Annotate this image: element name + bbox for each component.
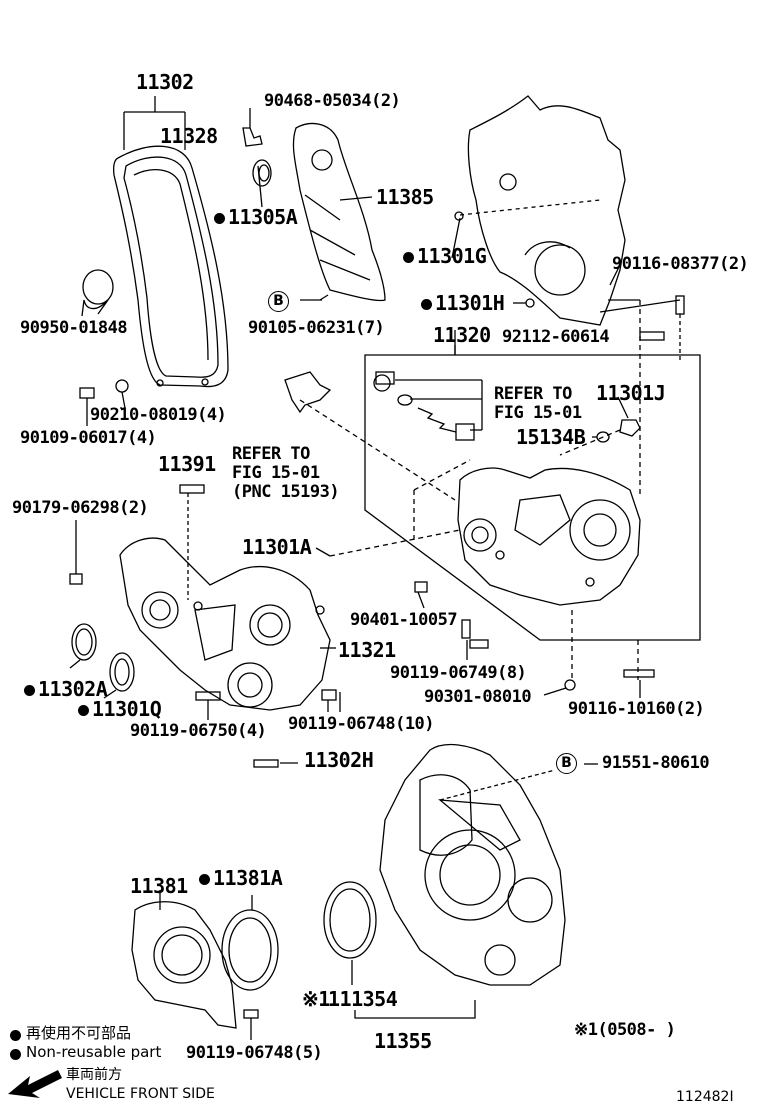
label-11301J: 11301J (596, 381, 666, 405)
legend-bullet (10, 1049, 21, 1060)
seal-111354 (323, 881, 377, 985)
label-90119-06750: 90119-06750(4) (130, 721, 267, 741)
label-11302A: 11302A (38, 677, 108, 701)
retainer-11381 (131, 890, 237, 1029)
label-90301-08010: 90301-08010 (424, 687, 532, 707)
nonreusable-bullet (214, 213, 225, 224)
seal-11301Q (109, 652, 135, 692)
seal-11302A (71, 623, 97, 661)
nonreusable-bullet (421, 299, 432, 310)
label-90950-01848: 90950-01848 (20, 318, 128, 338)
bolt-90119-06748-5 (243, 1009, 259, 1040)
figure-id: 112482I (676, 1089, 734, 1105)
label-90119-06749: 90119-06749(8) (390, 663, 527, 683)
water-pump-frame-11320 (364, 330, 701, 641)
refer-pnc-text: (PNC 15193) (232, 482, 340, 502)
timing-case-11321 (119, 537, 331, 711)
end-plate-11355 (379, 743, 566, 986)
note-mark: ※1 (302, 987, 330, 1011)
label-90109-06017: 90109-06017(4) (20, 428, 157, 448)
label-11301H: 11301H (435, 291, 505, 315)
label-90116-10160: 90116-10160(2) (568, 699, 705, 719)
legend-en-front: VEHICLE FRONT SIDE (66, 1086, 215, 1102)
legend-en-nonreusable: Non-reusable part (26, 1043, 162, 1061)
bolt-11391 (179, 484, 205, 600)
timing-cover-11302 (112, 96, 229, 388)
label-90468-05034: 90468-05034(2) (264, 91, 401, 111)
footnote-1: ※1(0508- ) (574, 1020, 676, 1040)
label-90401-10057: 90401-10057 (350, 610, 458, 630)
label-11302: 11302 (136, 70, 194, 94)
bolts-90109-90210 (79, 379, 129, 420)
bracket-11355 (354, 1000, 476, 1019)
label-91551-80610: 91551-80610 (602, 753, 710, 773)
stud-92112 (639, 331, 665, 341)
legend-bullet (10, 1030, 21, 1041)
nonreusable-bullet (199, 874, 210, 885)
label-90119-06748-10: 90119-06748(10) (288, 714, 435, 734)
label-11305A: 11305A (228, 205, 298, 229)
label-90179-06298: 90179-06298(2) (12, 498, 149, 518)
label-11320: 11320 (433, 323, 491, 347)
cover-plate-11385 (292, 122, 386, 302)
label-111354: 111354 (328, 987, 398, 1011)
refer-to-text-2: REFER TO (232, 444, 310, 464)
label-11381: 11381 (130, 874, 188, 898)
nonreusable-bullet (24, 685, 35, 696)
cap-90950 (81, 269, 114, 317)
label-11385: 11385 (376, 185, 434, 209)
tag-shape (284, 371, 332, 414)
refer-fig-text: FIG 15-01 (494, 403, 582, 423)
label-11391: 11391 (158, 452, 216, 476)
label-11302H: 11302H (304, 748, 374, 772)
nonreusable-bullet (403, 252, 414, 263)
bolt-90179 (69, 520, 83, 585)
engine-block-outline (467, 95, 681, 326)
label-11301G: 11301G (417, 244, 487, 268)
label-11355: 11355 (374, 1029, 432, 1053)
reference-b-marker: B (268, 291, 289, 312)
label-11321: 11321 (338, 638, 396, 662)
label-90210-08019: 90210-08019(4) (90, 405, 227, 425)
legend-jp-front: 車両前方 (66, 1067, 122, 1083)
label-15134B: 15134B (516, 425, 586, 449)
pump-housing (457, 467, 641, 606)
nonreusable-bullet (78, 705, 89, 716)
dashed-leaders (299, 300, 641, 680)
label-90105-06231: 90105-06231(7) (248, 318, 385, 338)
label-92112-60614: 92112-60614 (502, 327, 610, 347)
leader-lines (69, 165, 641, 765)
label-90119-06748-5: 90119-06748(5) (186, 1043, 323, 1063)
label-11328: 11328 (160, 124, 218, 148)
water-pump-parts (373, 371, 641, 443)
label-11381A: 11381A (213, 866, 283, 890)
bolt-90468-seal-11305A (242, 108, 272, 187)
label-90116-08377: 90116-08377(2) (612, 254, 749, 274)
seal-11381A (221, 895, 279, 991)
front-arrow (8, 1070, 62, 1098)
stud-90116-08377 (675, 295, 685, 360)
reference-b-marker: B (556, 753, 577, 774)
refer-to-text: REFER TO (494, 384, 572, 404)
label-11301Q: 11301Q (92, 697, 162, 721)
legend-jp-nonreusable: 再使用不可部品 (26, 1024, 132, 1042)
label-11301A: 11301A (242, 535, 312, 559)
refer-fig-text-2: FIG 15-01 (232, 463, 320, 483)
